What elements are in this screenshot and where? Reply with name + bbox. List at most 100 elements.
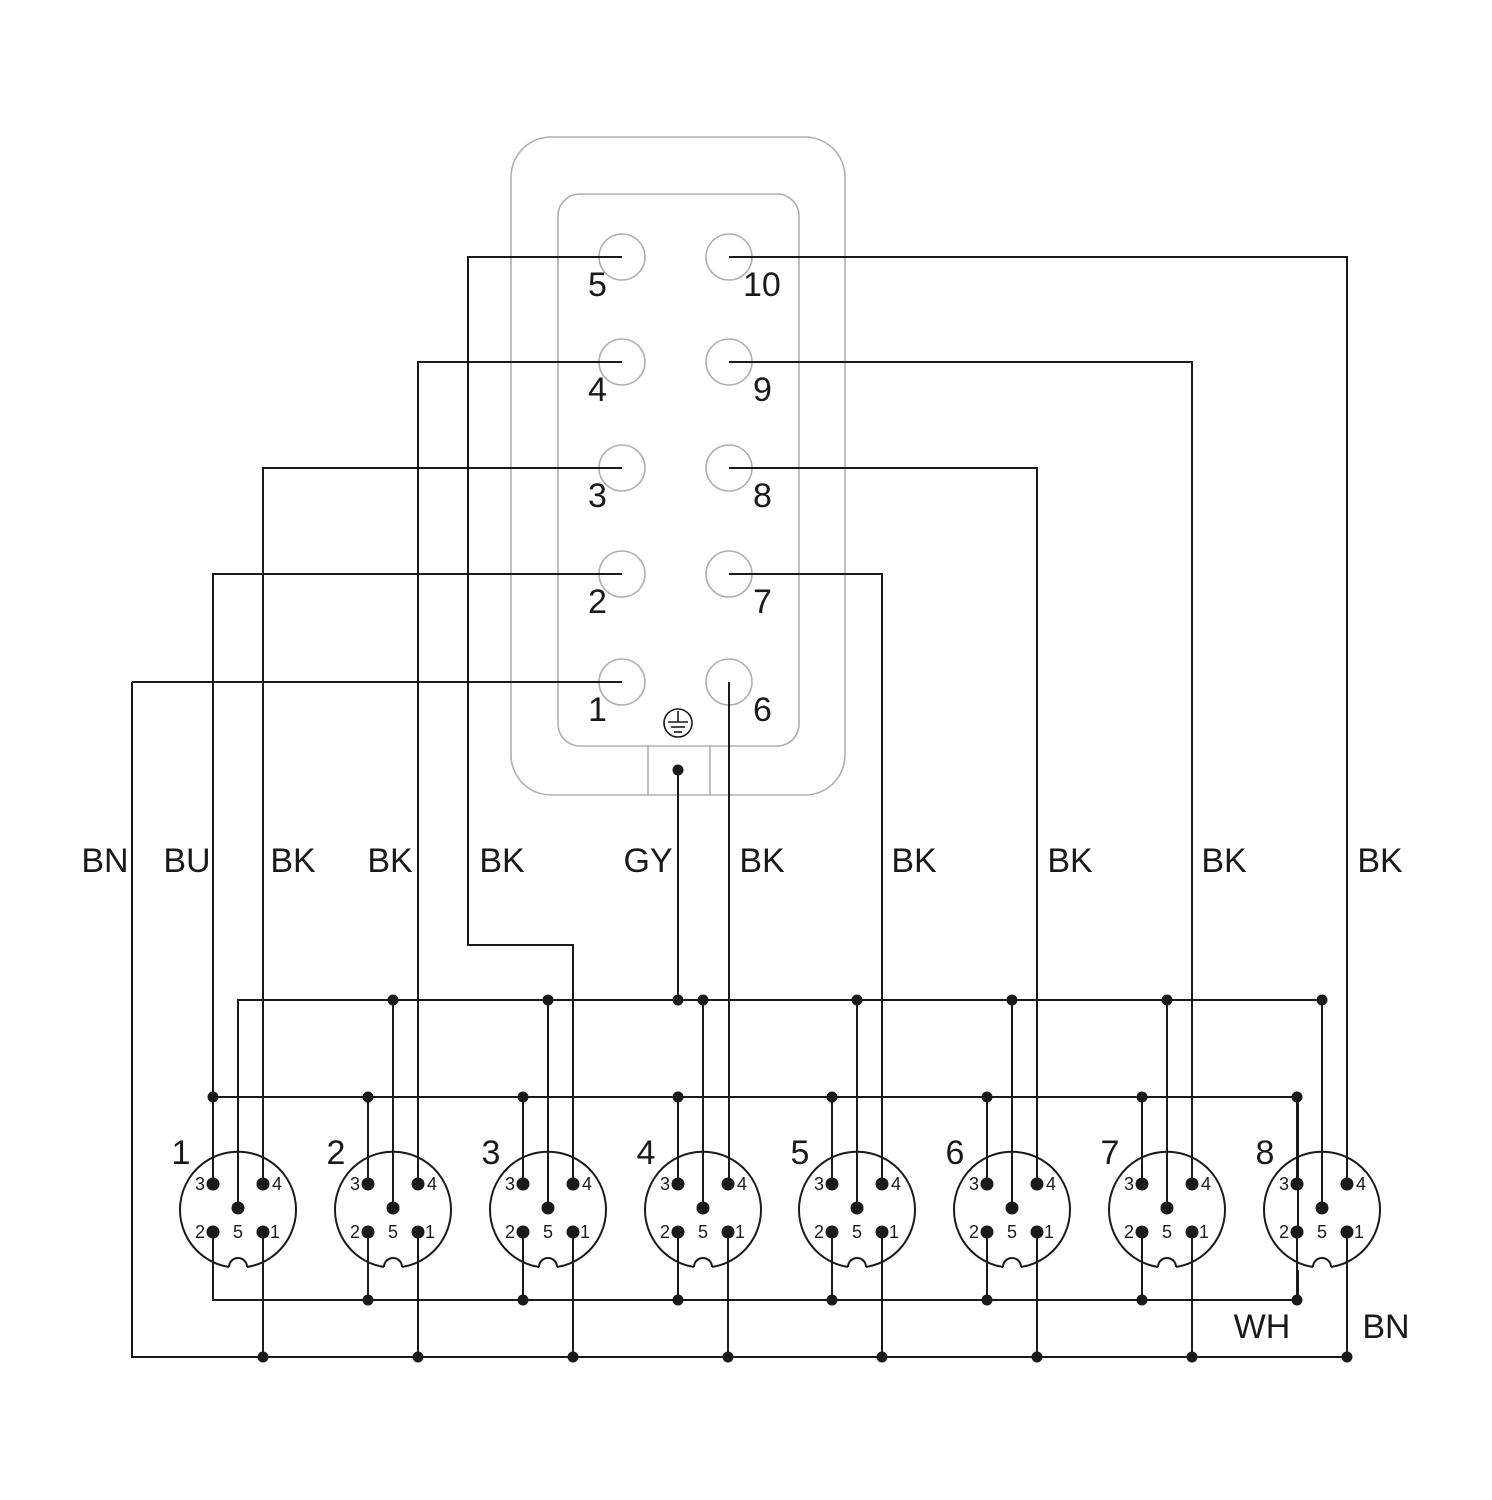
junction-dot	[981, 1294, 993, 1306]
junction-dot	[672, 764, 684, 776]
junction-dot	[876, 1351, 888, 1363]
wire-pin7-bk	[729, 573, 883, 1184]
m12-pin-label: 4	[427, 1174, 437, 1194]
m12-pin-label: 5	[698, 1222, 708, 1242]
junction-dot	[542, 994, 554, 1006]
m12-pin-label: 2	[350, 1222, 360, 1242]
m12-pin-label: 5	[1007, 1222, 1017, 1242]
m12-pin-1	[1340, 1225, 1354, 1239]
header-pin-label: 10	[743, 266, 781, 304]
m12-pin-label: 1	[735, 1222, 745, 1242]
m12-pin-2	[1135, 1225, 1149, 1239]
m12-pin-2	[516, 1225, 530, 1239]
junction-dot	[387, 994, 399, 1006]
port-number-label: 3	[482, 1134, 501, 1172]
m12-pin-3	[825, 1177, 839, 1191]
m12-pin-4	[1030, 1177, 1044, 1191]
wire-color-label: BK	[367, 842, 413, 880]
m12-pin-4	[256, 1177, 270, 1191]
m12-pin-2	[980, 1225, 994, 1239]
m12-port-body	[953, 1150, 1071, 1268]
wires	[131, 256, 1348, 1358]
m12-pin-label: 2	[969, 1222, 979, 1242]
m12-coding-notch	[1157, 1257, 1177, 1268]
junction-dot	[362, 1294, 374, 1306]
m12-pin-5	[696, 1201, 710, 1215]
junction-dot	[1136, 1294, 1148, 1306]
m12-coding-notch	[847, 1257, 867, 1268]
junction-dot	[672, 1091, 684, 1103]
header-pin-9: 9	[705, 338, 772, 409]
m12-coding-notch	[228, 1257, 248, 1268]
wire-color-label: BK	[739, 842, 785, 880]
junction-dot	[1341, 1351, 1353, 1363]
wire-pin9-bk	[729, 361, 1193, 1184]
junction-dot	[362, 1091, 374, 1103]
m12-pin-5	[1005, 1201, 1019, 1215]
m12-pin-3	[980, 1177, 994, 1191]
junction-dot	[826, 1294, 838, 1306]
m12-pin-label: 3	[814, 1174, 824, 1194]
m12-pin-3	[1135, 1177, 1149, 1191]
header-pin-4: 4	[588, 338, 646, 409]
junction-dot	[1316, 994, 1328, 1006]
m12-coding-notch	[1002, 1257, 1022, 1268]
wire-color-label: BU	[163, 842, 210, 880]
wire-color-label: BK	[1047, 842, 1093, 880]
header-pin-6: 6	[705, 658, 772, 729]
m12-pin-label: 3	[195, 1174, 205, 1194]
header-pin-5: 5	[588, 233, 646, 304]
m12-pin-5	[231, 1201, 245, 1215]
wire-color-label: BK	[1201, 842, 1247, 880]
m12-pin-1	[1185, 1225, 1199, 1239]
m12-pin-label: 1	[1199, 1222, 1209, 1242]
m12-pin-label: 3	[969, 1174, 979, 1194]
port-number-label: 5	[791, 1134, 810, 1172]
m12-pin-label: 2	[660, 1222, 670, 1242]
m12-port-body	[644, 1150, 762, 1268]
wire-pin3-bk	[262, 467, 622, 1184]
wire-color-label: BK	[479, 842, 525, 880]
m12-pin-label: 1	[580, 1222, 590, 1242]
junction-dot	[672, 1294, 684, 1306]
junction-dot	[722, 1351, 734, 1363]
port-number-label: 4	[637, 1134, 656, 1172]
m12-pin-2	[206, 1225, 220, 1239]
m12-pin-2	[1290, 1225, 1304, 1239]
bus-pin3-shared	[212, 1096, 1299, 1232]
junction-dot	[981, 1091, 993, 1103]
m12-pin-label: 3	[350, 1174, 360, 1194]
junction-dot	[567, 1351, 579, 1363]
m12-pin-label: 3	[1124, 1174, 1134, 1194]
m12-pin-5	[1160, 1201, 1174, 1215]
m12-pin-label: 2	[814, 1222, 824, 1242]
junction-dot	[517, 1294, 529, 1306]
connector-inner-face	[557, 193, 800, 747]
m12-pin-4	[721, 1177, 735, 1191]
header-pin-label: 6	[753, 691, 772, 729]
m12-pin-label: 2	[1124, 1222, 1134, 1242]
header-pin-label: 7	[753, 583, 772, 621]
m12-pin-label: 4	[582, 1174, 592, 1194]
m12-pin-label: 2	[1279, 1222, 1289, 1242]
m12-pin-label: 5	[543, 1222, 553, 1242]
junction-dot	[1006, 994, 1018, 1006]
m12-coding-notch	[383, 1257, 403, 1268]
junction-dot	[1291, 1294, 1303, 1306]
wire-color-label: GY	[623, 842, 672, 880]
m12-pin-label: 5	[233, 1222, 243, 1242]
junction-dot	[517, 1091, 529, 1103]
junction-dot	[412, 1351, 424, 1363]
m12-pin-5	[386, 1201, 400, 1215]
m12-pin-label: 1	[889, 1222, 899, 1242]
header-pin-3: 3	[588, 444, 646, 515]
header-pin-label: 2	[588, 583, 607, 621]
junction-dot	[1136, 1091, 1148, 1103]
m12-pin-1	[566, 1225, 580, 1239]
m12-pin-5	[1315, 1201, 1329, 1215]
m12-pin-1	[875, 1225, 889, 1239]
